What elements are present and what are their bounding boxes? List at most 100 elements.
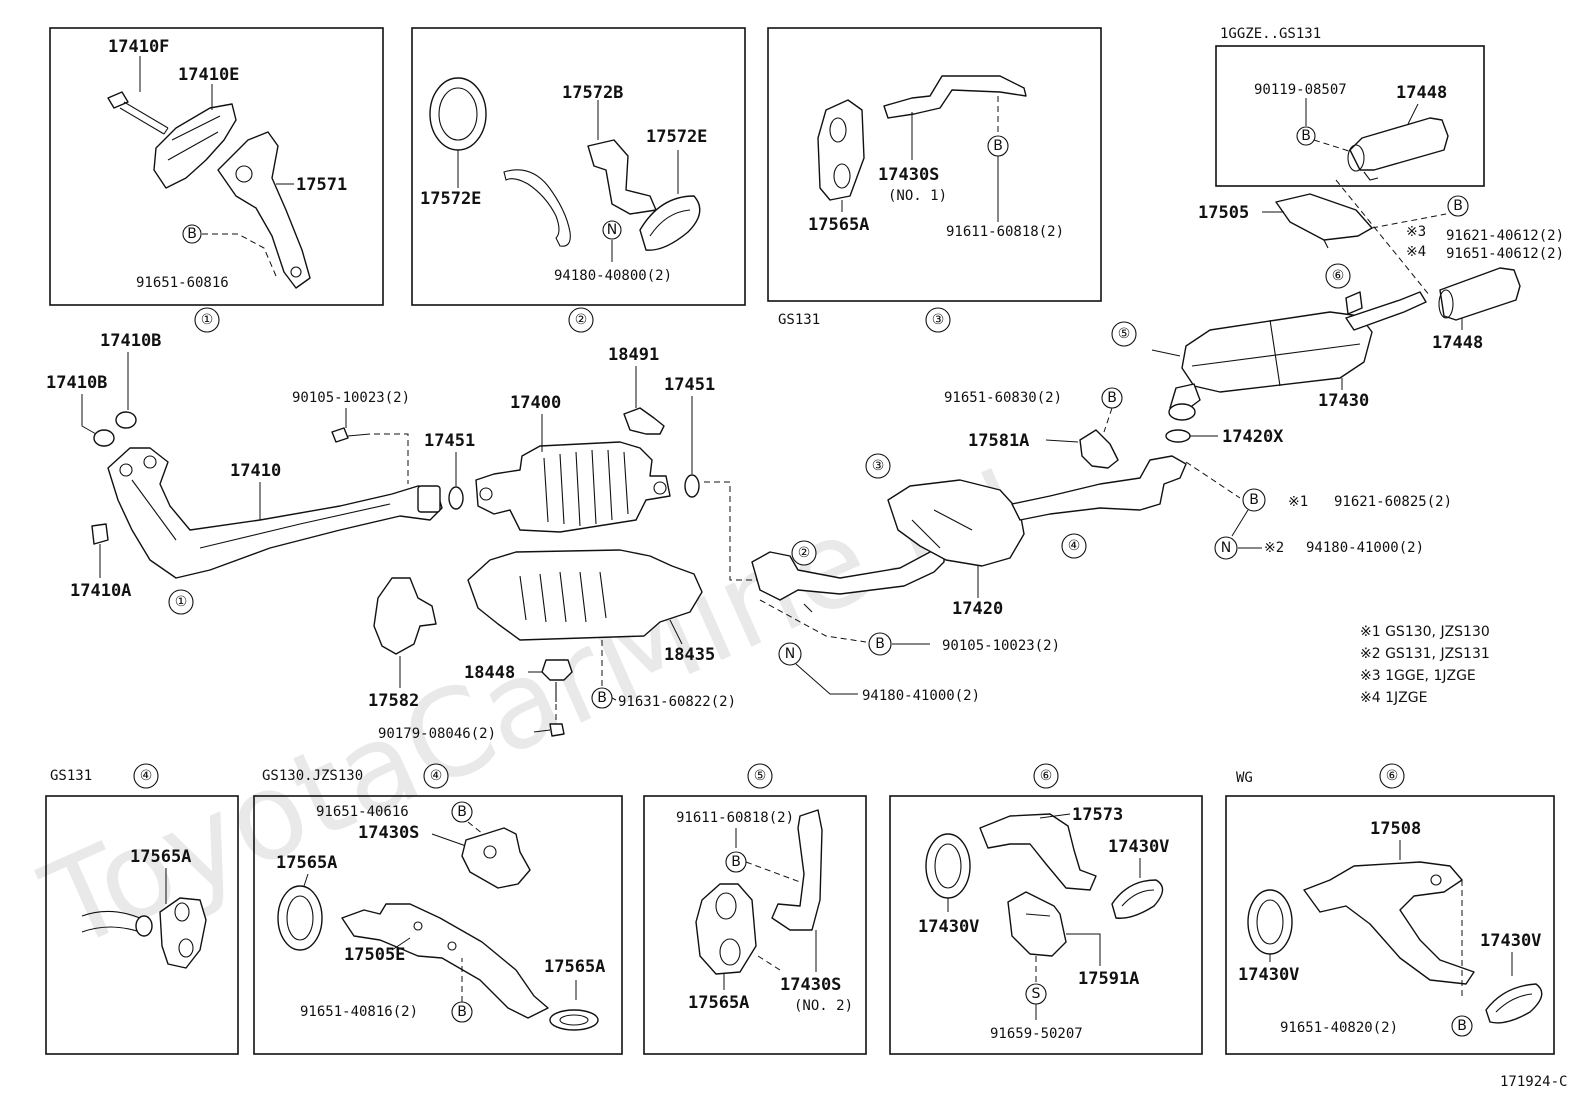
label-17572E-a: 17572E — [420, 189, 481, 209]
detail-box-bottom-4: 17573 17430V 17430V 17591A S 91659-50207 — [889, 795, 1203, 1055]
detail-box-bottom-5: 17508 17430V 17430V 91651-40820(2) B — [1225, 795, 1555, 1055]
callout-4-bottom-b: ④ — [423, 763, 449, 789]
label-17581A: 17581A — [968, 431, 1029, 451]
label-17430: 17430 — [1318, 391, 1369, 411]
label-b2-17565A-a: 17565A — [276, 853, 337, 873]
svg-text:N: N — [785, 646, 795, 662]
label-b2-91651-40616: 91651-40616 — [316, 804, 409, 820]
svg-text:B: B — [457, 1004, 467, 1020]
label-18435: 18435 — [664, 645, 715, 665]
label-94180-41000-mid: 94180-41000(2) — [862, 688, 980, 704]
label-91651-60816: 91651-60816 — [136, 275, 229, 291]
svg-text:①: ① — [201, 312, 214, 328]
callout-2-top: ② — [568, 307, 594, 333]
variant-top-right: 1GGZE..GS131 — [1220, 26, 1321, 42]
label-b4-17591A: 17591A — [1078, 969, 1139, 989]
label-17451-b: 17451 — [664, 375, 715, 395]
label-17410F: 17410F — [108, 37, 169, 57]
detail-box-4: 90119-08507 B 17448 — [1215, 45, 1485, 187]
marker-s: S — [1032, 986, 1041, 1002]
label-no1: (NO. 1) — [888, 188, 947, 204]
marker-n: N — [607, 222, 617, 238]
svg-text:B: B — [1249, 492, 1259, 508]
detail-box-bottom-2: 91651-40616 B 17430S 17565A 17505E 17565… — [253, 795, 623, 1055]
label-b5-91651-40820: 91651-40820(2) — [1280, 1020, 1398, 1036]
callout-1-main: ① — [168, 589, 194, 615]
detail-box-3: 17565A 17430S (NO. 1) B 91611-60818(2) — [767, 27, 1102, 302]
label-91611-60818-top: 91611-60818(2) — [946, 224, 1064, 240]
svg-text:B: B — [731, 854, 741, 870]
detail-box-2: 17572E 17572B 17572E N 94180-40800(2) — [411, 27, 746, 306]
svg-text:N: N — [1221, 540, 1231, 556]
label-17582: 17582 — [368, 691, 419, 711]
label-91621-60825: 91621-60825(2) — [1334, 494, 1452, 510]
footnote-2: ※2 GS131, JZS131 — [1360, 646, 1490, 662]
main-muffler-17430 — [1151, 291, 1427, 443]
label-17410B-a: 17410B — [100, 331, 161, 351]
label-b3-17430S: 17430S — [780, 975, 841, 995]
label-91651-60830: 91651-60830(2) — [944, 390, 1062, 406]
front-pipe-17410 — [107, 447, 443, 579]
footnote-mark-3: ※3 — [1406, 224, 1426, 240]
svg-text:B: B — [993, 138, 1003, 154]
svg-text:⑥: ⑥ — [1332, 268, 1345, 284]
label-17410E: 17410E — [178, 65, 239, 85]
catalytic-converter-17400 — [475, 441, 671, 533]
center-pipe-17420 — [751, 455, 1187, 613]
svg-text:④: ④ — [430, 768, 443, 784]
label-17430S-1: 17430S — [878, 165, 939, 185]
label-b2-17505E: 17505E — [344, 945, 405, 965]
label-17410A: 17410A — [70, 581, 131, 601]
variant-gs131-b: GS131 — [50, 768, 92, 784]
label-b4-17573: 17573 — [1072, 805, 1123, 825]
callout-6-bottom-b: ⑥ — [1379, 763, 1405, 789]
label-90105-10023-a: 90105-10023(2) — [292, 390, 410, 406]
label-b4-91659-50207: 91659-50207 — [990, 1026, 1083, 1042]
svg-text:⑤: ⑤ — [754, 768, 767, 784]
label-17572E-b: 17572E — [646, 127, 707, 147]
variant-gs130-jzs130: GS130.JZS130 — [262, 768, 363, 784]
callout-3-top: ③ — [925, 307, 951, 333]
callout-2-main: ② — [791, 540, 817, 566]
callout-6-bottom-a: ⑥ — [1033, 763, 1059, 789]
label-b5-17430V-b: 17430V — [1480, 931, 1541, 951]
detail-box-bottom-1: 17565A — [45, 795, 239, 1055]
heat-shield-18435 — [467, 549, 703, 641]
callout-3-main: ③ — [865, 453, 891, 479]
detail-box-1: 17410F 17410E 17571 B 91651-60816 — [49, 27, 384, 306]
footnote-mark-4: ※4 — [1406, 244, 1426, 260]
svg-text:④: ④ — [140, 768, 153, 784]
svg-text:②: ② — [575, 312, 588, 328]
label-17410: 17410 — [230, 461, 281, 481]
svg-text:③: ③ — [932, 312, 945, 328]
footnote-1: ※1 GS130, JZS130 — [1360, 624, 1490, 640]
label-b3-91611-60818: 91611-60818(2) — [676, 810, 794, 826]
label-90179-08046: 90179-08046(2) — [378, 726, 496, 742]
svg-text:B: B — [875, 636, 885, 652]
footnote-4: ※4 1JZGE — [1360, 690, 1427, 706]
label-17420: 17420 — [952, 599, 1003, 619]
callout-5-bottom: ⑤ — [747, 763, 773, 789]
label-94180-41000-right: 94180-41000(2) — [1306, 540, 1424, 556]
label-90119-08507: 90119-08507 — [1254, 82, 1347, 98]
label-17410B-b: 17410B — [46, 373, 107, 393]
label-b4-17430V-b: 17430V — [1108, 837, 1169, 857]
label-17572B: 17572B — [562, 83, 623, 103]
label-b2-17430S: 17430S — [358, 823, 419, 843]
label-91631-60822: 91631-60822(2) — [618, 694, 736, 710]
detail-box-bottom-3: 91611-60818(2) B 17565A 17430S (NO. 2) — [643, 795, 867, 1055]
label-b3-17565A: 17565A — [688, 993, 749, 1013]
label-91621-40612: 91621-40612(2) — [1446, 228, 1564, 244]
svg-text:B: B — [597, 690, 607, 706]
svg-text:B: B — [1453, 198, 1463, 214]
callout-4-bottom-a: ④ — [133, 763, 159, 789]
label-17565A-top: 17565A — [808, 215, 869, 235]
label-b4-17430V-a: 17430V — [918, 917, 979, 937]
footnote-mark-2: ※2 — [1264, 540, 1284, 556]
svg-text:B: B — [1107, 390, 1117, 406]
svg-text:④: ④ — [1068, 538, 1081, 554]
label-18448: 18448 — [464, 663, 515, 683]
callout-4-main: ④ — [1061, 533, 1087, 559]
label-no2: (NO. 2) — [794, 998, 853, 1014]
